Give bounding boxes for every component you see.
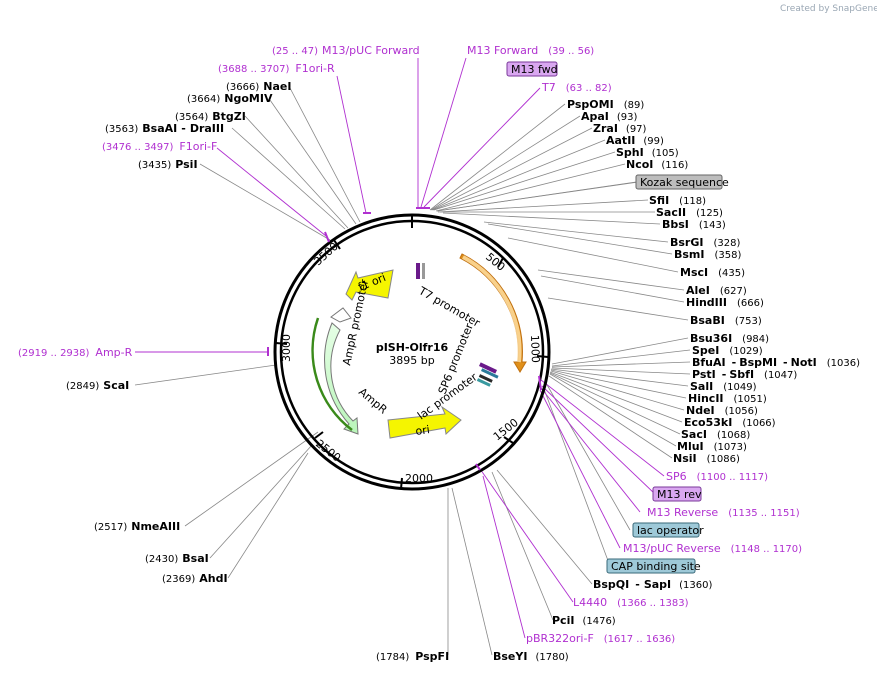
enzyme-pspomi: PspOMI(89) [567, 98, 644, 111]
primer-sp6: SP6(1100 .. 1117) [666, 470, 768, 483]
enzyme-psti-sbfi: PstI-SbfI(1047) [692, 368, 797, 381]
enzyme-alei: AleI(627) [686, 284, 747, 297]
enzyme-hindiii: HindIII(666) [686, 296, 764, 309]
m13-rev-box: M13 rev [652, 486, 702, 502]
enzyme-zrai: ZraI(97) [593, 122, 647, 135]
enzyme-sfii: SfiI(118) [649, 194, 706, 207]
svg-text:CAP binding site: CAP binding site [611, 560, 701, 573]
feature-ampr [324, 322, 359, 435]
enzyme-nsii: NsiI(1086) [673, 452, 740, 465]
tick-label-2000: 2000 [405, 472, 433, 485]
leader-lines [134, 87, 691, 656]
watermark-text: Created by SnapGene [780, 4, 877, 14]
feature-label-ampr: AmpR [356, 385, 390, 416]
feature-ori [387, 405, 462, 439]
plasmid-name: pISH-Olfr16 [376, 341, 449, 354]
feature-label-t7-promoter: T7 promoter [416, 284, 483, 330]
enzyme-btgzi: (3564)BtgZI [175, 110, 246, 123]
primer-m13puc-forward: (25 .. 47)M13/pUC Forward [272, 44, 420, 57]
primer-leader-lines [135, 57, 665, 639]
enzyme-bsabi: BsaBI(753) [690, 314, 762, 327]
enzyme-mlui: MluI(1073) [677, 440, 747, 453]
enzyme-ndei: NdeI(1056) [686, 404, 758, 417]
enzyme-saci: SacI(1068) [681, 428, 750, 441]
svg-text:M13 rev: M13 rev [657, 488, 702, 501]
m13-fwd-box: M13 fwd [506, 61, 558, 77]
primer-marks [267, 207, 542, 471]
enzyme-apai: ApaI(93) [581, 110, 638, 123]
enzyme-sphi: SphI(105) [616, 146, 679, 159]
plasmid-size: 3895 bp [389, 354, 434, 367]
enzyme-ncoi: NcoI(116) [626, 158, 688, 171]
feature-f1-ori [345, 269, 394, 301]
enzyme-scai: (2849)ScaI [66, 379, 129, 392]
enzyme-nmeaiii: (2517)NmeAIII [94, 520, 180, 533]
primer-amp-r: (2919 .. 2938)Amp-R [18, 346, 133, 359]
enzyme-ngomiv: (3664)NgoMIV [187, 92, 273, 105]
svg-text:lac operator: lac operator [637, 524, 704, 537]
primer-l4440: L4440(1366 .. 1383) [573, 596, 689, 609]
cap-binding-site-box: CAP binding site [606, 558, 701, 574]
feature-label-ampr-promoter: AmpR promoter [340, 278, 371, 367]
svg-text:Kozak sequence: Kozak sequence [640, 176, 729, 189]
enzyme-psii: (3435)PsiI [138, 158, 198, 171]
tick-label-1000: 1000 [528, 335, 542, 363]
enzyme-pspfi: (1784)PspFI [376, 650, 449, 663]
enzyme-bsrgi: BsrGI(328) [670, 236, 740, 249]
enzyme-eco53ki: Eco53kI(1066) [684, 416, 776, 429]
enzyme-bsu36i: Bsu36I(984) [690, 332, 769, 345]
enzyme-msci: MscI(435) [680, 266, 745, 279]
enzyme-hincii: HincII(1051) [688, 392, 767, 405]
enzyme-bbsi: BbsI(143) [662, 218, 726, 231]
primer-f1ori-r: (3688 .. 3707)F1ori-R [218, 62, 335, 75]
lac-operator-box: lac operator [632, 522, 704, 538]
feature-label-ori: ori [415, 423, 431, 438]
enzyme-bfuai-bspmi-noti: BfuAI-BspMI-NotI(1036) [692, 356, 860, 369]
enzyme-aatii: AatII(99) [606, 134, 664, 147]
enzyme-bsmi: BsmI(358) [674, 248, 741, 261]
enzyme-naei: (3666)NaeI [226, 80, 291, 93]
enzyme-bseyi: BseYI(1780) [493, 650, 569, 663]
enzyme-sali: SalI(1049) [690, 380, 757, 393]
mcs-cluster [476, 362, 499, 387]
primer-f1ori-f: (3476 .. 3497)F1ori-F [102, 140, 217, 153]
primer-t7: T7(63 .. 82) [541, 81, 612, 94]
amp-r-primer-arc [311, 317, 353, 431]
primer-m13puc-reverse: M13/pUC Reverse(1148 .. 1170) [623, 542, 802, 555]
feature-ampr-promoter [330, 307, 352, 323]
t7-promoter-marker [416, 263, 420, 279]
enzyme-spei: SpeI(1029) [692, 344, 763, 357]
enzyme-pcii: PciI(1476) [552, 614, 616, 627]
enzyme-bsaai-draiii: (3563)BsaAI-DraIII [105, 122, 224, 135]
primer-m13-forward: M13 Forward(39 .. 56) [467, 44, 594, 57]
kozak-sequence-box: Kozak sequence [635, 174, 729, 190]
tick-marks [275, 215, 549, 490]
enzyme-sacii: SacII(125) [656, 206, 723, 219]
svg-text:M13 fwd: M13 fwd [511, 63, 558, 76]
enzyme-bsai: (2430)BsaI [145, 552, 209, 565]
primer-m13-reverse: M13 Reverse(1135 .. 1151) [647, 506, 800, 519]
enzyme-ahdi: (2369)AhdI [162, 572, 228, 585]
primer-pbr322ori-f: pBR322ori-F(1617 .. 1636) [526, 632, 675, 645]
tick-label-3000: 3000 [280, 334, 293, 362]
enzyme-bspqi-sapi: BspQI-SapI(1360) [593, 578, 712, 591]
